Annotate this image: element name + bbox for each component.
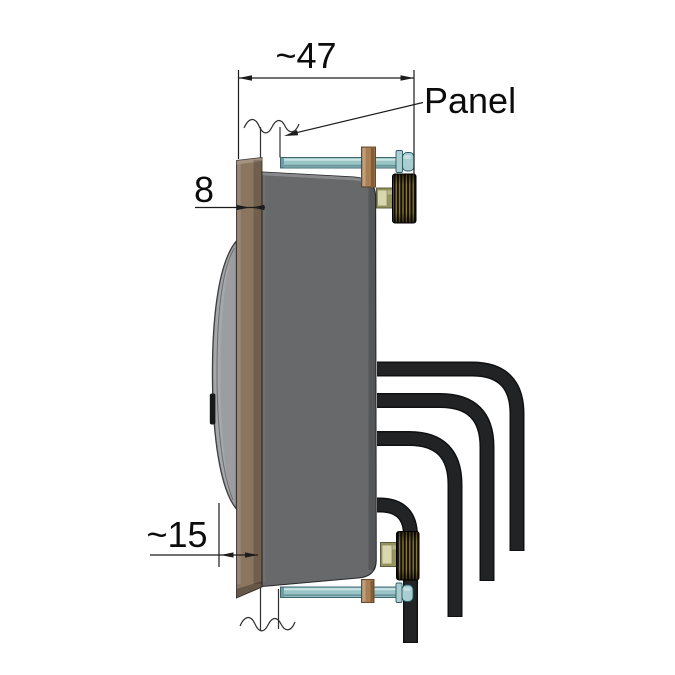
lens-rim-line [216, 247, 235, 501]
arrow-15-right [245, 552, 258, 558]
clamp-nut-bottom [361, 579, 375, 603]
cable-1 [377, 363, 523, 550]
screw-shaft-bottom-highlight [284, 588, 396, 591]
body-left-sheen [262, 176, 266, 582]
clamp-nut-bottom-shade [370, 580, 374, 602]
dimension-arrowheads [220, 75, 414, 558]
screw-shaft-top-shadow [284, 164, 396, 167]
clamp-screw-top [280, 146, 415, 188]
stud-cap-top [377, 189, 388, 207]
arrow-8-right [251, 204, 265, 211]
screw-head-top-flange [395, 150, 403, 173]
screw-shaft-bottom-end [280, 587, 284, 598]
dim-front-label: ~15 [146, 514, 207, 555]
panel-section-top [243, 118, 300, 158]
side-tab [209, 393, 216, 425]
stud-cap-bottom [381, 544, 393, 565]
screw-shaft-top-highlight [284, 158, 396, 161]
clamp-nut-top-highlight [362, 148, 366, 186]
clamp-nut-bottom-body [361, 579, 375, 603]
screw-head-bottom-sheen [403, 587, 411, 591]
clamp-nut-top [361, 146, 376, 188]
screw-head-top-sheen [404, 155, 411, 159]
screw-head-bottom-cap [401, 584, 414, 602]
front-lens [209, 240, 238, 510]
cable-3 [377, 432, 461, 616]
screw-shaft-top-end [280, 157, 284, 168]
clamp-nut-top-body [361, 146, 376, 188]
thumb-nut-bottom [380, 531, 420, 581]
break-squiggle-top [243, 118, 300, 134]
break-squiggle-bottom [239, 616, 296, 632]
dim-depth-label: ~47 [275, 35, 336, 76]
arrow-8-left [236, 204, 250, 211]
panel-callout-label: Panel [424, 80, 516, 121]
lens-highlight [212, 241, 237, 509]
screw-head-bottom-flange [395, 582, 403, 603]
panel-section-bottom [239, 585, 296, 632]
instrument-body [261, 171, 377, 588]
cable-2 [377, 394, 493, 580]
clamp-nut-bottom-highlight [362, 580, 366, 602]
knurled-disk-bottom-shade [396, 531, 419, 580]
screw-shaft-top [280, 157, 398, 168]
knurled-disk-top-shade [392, 174, 416, 223]
body-shell [261, 171, 377, 588]
screw-shaft-bottom [280, 587, 398, 598]
mounting-bezel [236, 156, 263, 599]
screw-head-bottom [395, 582, 414, 603]
screw-shaft-bottom-shadow [284, 594, 396, 597]
body-right-shade [368, 186, 376, 570]
panel-leader-line [287, 101, 424, 136]
thumb-nut-top [376, 173, 417, 224]
dimension-lines [150, 70, 424, 567]
bezel-bottom-face [236, 581, 262, 598]
arrow-47-right [400, 75, 414, 81]
lens-body [211, 240, 238, 510]
arrow-panel-leader [284, 130, 299, 136]
bezel-left-highlight [237, 164, 241, 584]
arrow-15-left [220, 552, 234, 558]
clamp-screw-bottom [280, 579, 414, 603]
bezel-top-face [236, 157, 262, 165]
dimension-labels: ~47 Panel 8 ~15 [146, 35, 516, 555]
bezel-right-shade [253, 160, 262, 584]
dim-bezel-label: 8 [194, 169, 214, 210]
arrow-47-left [238, 75, 252, 81]
screw-head-top [395, 150, 415, 173]
clamp-nut-top-shade [371, 148, 375, 186]
